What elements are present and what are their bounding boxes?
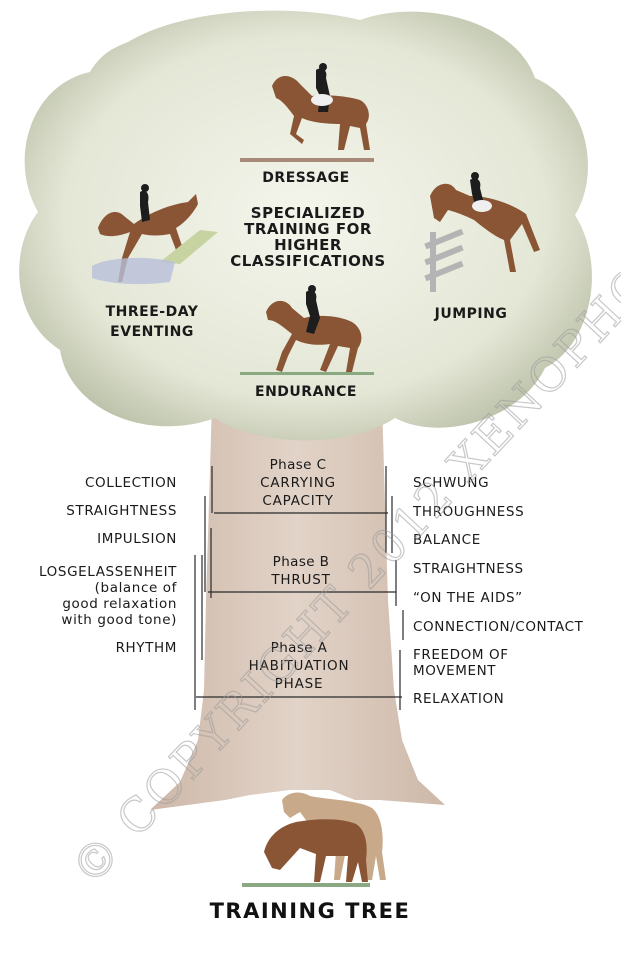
endurance-ground-line	[240, 372, 374, 375]
eventing-label-line2: EVENTING	[110, 324, 194, 340]
jumping-horse-illustration	[430, 172, 540, 272]
center-label-line2: TRAINING FOR	[244, 220, 372, 238]
page-title: TRAINING TREE	[210, 899, 411, 923]
dressage-label: DRESSAGE	[262, 170, 349, 186]
right-label-freedom-1: FREEDOM OF	[413, 647, 509, 663]
eventing-label-line1: THREE-DAY	[106, 304, 199, 320]
right-label-on-the-aids: “ON THE AIDS”	[413, 590, 523, 606]
right-label-schwung: SCHWUNG	[413, 475, 489, 491]
left-label-losgelassenheit-1: LOSGELASSENHEIT	[39, 564, 177, 580]
tree-crown	[19, 10, 592, 441]
right-label-relaxation: RELAXATION	[413, 691, 504, 707]
right-label-straightness: STRAIGHTNESS	[413, 561, 524, 577]
left-label-impulsion: IMPULSION	[97, 531, 177, 547]
eventing-fence	[160, 230, 218, 264]
dressage-ground-line	[240, 158, 374, 162]
endurance-horse-illustration	[266, 285, 362, 372]
right-label-connection: CONNECTION/CONTACT	[413, 619, 584, 635]
phase-b-label: Phase B	[273, 554, 330, 570]
jumping-fence	[424, 228, 464, 292]
left-label-collection: COLLECTION	[85, 475, 177, 491]
left-label-losgelassenheit-3: good relaxation	[62, 596, 177, 612]
phase-b-name-line1: THRUST	[270, 572, 330, 588]
eventing-water	[92, 257, 175, 285]
phase-a-label: Phase A	[271, 640, 328, 656]
grazing-horses-illustration	[264, 792, 386, 882]
center-label-line4: CLASSIFICATIONS	[230, 252, 385, 270]
left-label-losgelassenheit-4: with good tone)	[61, 612, 177, 628]
right-label-freedom-2: MOVEMENT	[413, 663, 496, 679]
right-label-throughness: THROUGHNESS	[412, 504, 524, 520]
grazing-ground-line	[242, 883, 370, 887]
center-label-line1: SPECIALIZED	[251, 204, 365, 222]
right-label-balance: BALANCE	[413, 532, 481, 548]
tree-trunk	[150, 400, 445, 810]
phase-c-name-line1: CARRYING	[260, 475, 336, 491]
left-label-losgelassenheit-2: (balance of	[95, 580, 178, 596]
phase-c-label: Phase C	[270, 457, 327, 473]
endurance-label: ENDURANCE	[255, 384, 357, 400]
phase-c-name-line2: CAPACITY	[262, 493, 333, 509]
dressage-horse-illustration	[272, 63, 370, 150]
phase-a-name-line2: PHASE	[275, 676, 324, 692]
jumping-label: JUMPING	[434, 306, 508, 322]
left-label-rhythm: RHYTHM	[116, 640, 177, 656]
center-label-line3: HIGHER	[274, 236, 342, 254]
phase-a-name-line1: HABITUATION	[249, 658, 350, 674]
left-label-straightness: STRAIGHTNESS	[66, 503, 177, 519]
